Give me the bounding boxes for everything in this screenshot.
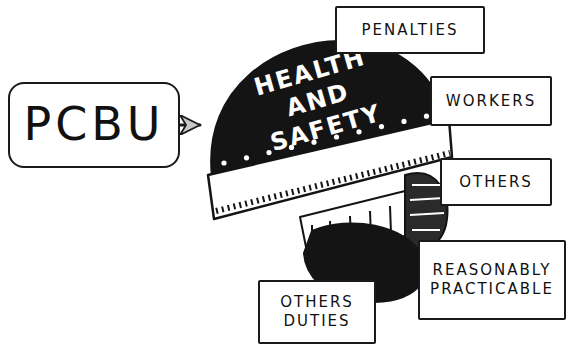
topic-box: PENALTIES	[335, 6, 485, 54]
strap-stripes	[410, 185, 444, 230]
box-label: REASONABLY PRACTICABLE	[420, 261, 564, 299]
helmet-rivet	[424, 114, 429, 119]
box-label: OTHERS DUTIES	[260, 293, 374, 331]
box-label: PCBU	[17, 96, 170, 154]
helmet-rivet	[401, 119, 406, 124]
topic-box: OTHERS DUTIES	[258, 280, 376, 344]
neckband-stripes	[312, 206, 391, 249]
helmet-rivet	[221, 160, 226, 165]
flow-arrow	[180, 124, 200, 127]
helmet-shape: HEALTH AND SAFETY	[200, 35, 455, 305]
topic-box: REASONABLY PRACTICABLE	[418, 240, 566, 320]
box-label: PENALTIES	[356, 21, 465, 40]
box-label: OTHERS	[453, 173, 539, 192]
actor-box: PCBU	[8, 82, 180, 168]
helmet-rivet	[244, 155, 249, 160]
brim-hatch	[216, 153, 450, 211]
box-label: WORKERS	[440, 92, 542, 111]
topic-box: OTHERS	[440, 158, 552, 206]
topic-box: WORKERS	[430, 76, 552, 126]
